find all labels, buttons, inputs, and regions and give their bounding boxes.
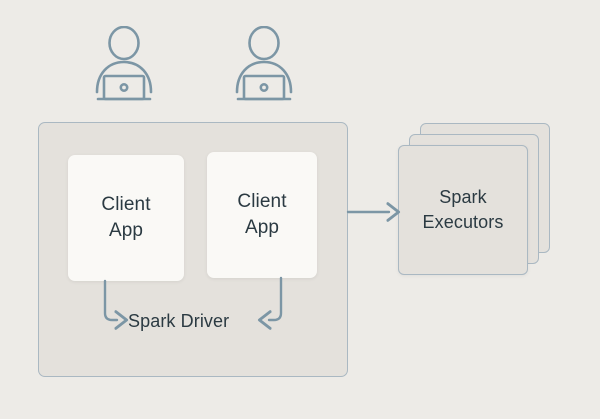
user-with-laptop-glyph <box>95 26 153 101</box>
client-app-label-line1: Client <box>101 194 151 215</box>
user-with-laptop-glyph <box>235 26 293 101</box>
client-app-label-line2: App <box>108 220 144 241</box>
spark-executors-label-line2: Executors <box>422 212 504 232</box>
client-app-label-line2: App <box>244 217 280 238</box>
client-app-label-line1: Client <box>237 191 287 212</box>
spark-executors-label-line1: Spark <box>439 187 487 207</box>
user-with-laptop-icon <box>228 26 300 106</box>
spark-driver-label: Spark Driver <box>128 311 230 331</box>
user-with-laptop-icon <box>88 26 160 106</box>
